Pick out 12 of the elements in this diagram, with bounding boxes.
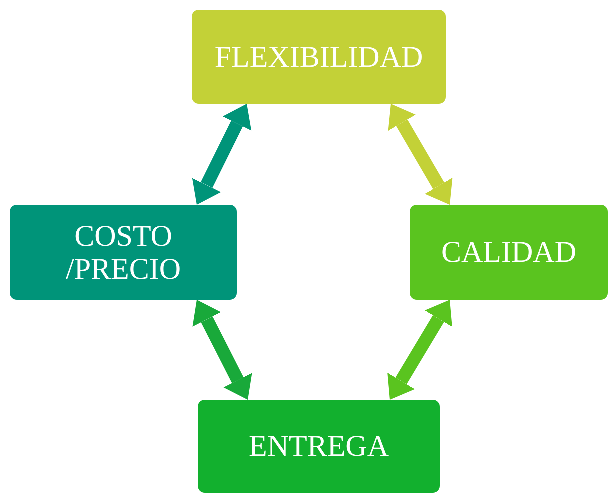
box-label: COSTO /PRECIO	[64, 220, 182, 286]
box-label: FLEXIBILIDAD	[214, 40, 424, 74]
double-arrow	[388, 104, 453, 205]
double-arrow	[192, 104, 252, 205]
box-label: CALIDAD	[442, 236, 576, 269]
rounded-box	[10, 205, 237, 300]
rounded-box	[198, 400, 440, 493]
rounded-box	[192, 10, 446, 104]
double-arrow	[388, 300, 452, 400]
rounded-box	[410, 205, 608, 300]
box-label: ENTREGA	[249, 430, 389, 463]
double-arrow	[192, 300, 252, 400]
